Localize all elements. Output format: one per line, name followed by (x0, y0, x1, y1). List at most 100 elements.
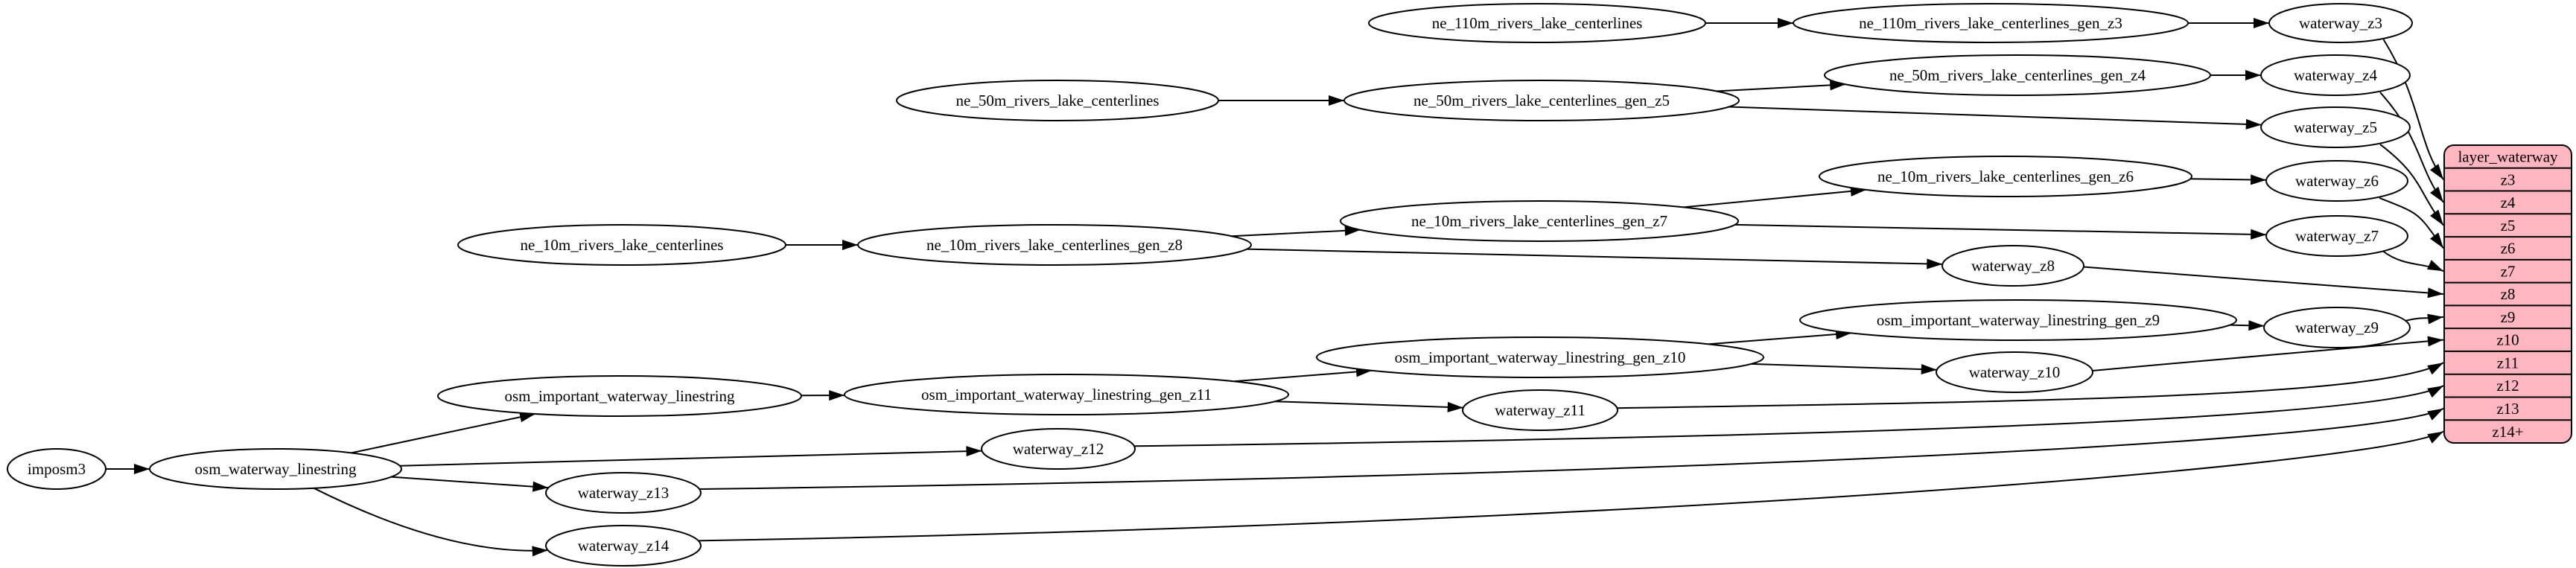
edge-ne_10m_rivers_lake_centerlines_gen_z7-to-waterway_z7 (1734, 223, 2267, 240)
node-label-osm_important_waterway_linestring_gen_z10: osm_important_waterway_linestring_gen_z1… (1395, 348, 1686, 366)
edge-waterway_z8-to-layer_waterway-z8 (2083, 266, 2444, 299)
node-ellipse-ne_50m_rivers_lake_centerlines_gen_z5 (1343, 80, 1740, 121)
node-waterway_z4: waterway_z4 (2260, 54, 2411, 96)
record-title: layer_waterway (2458, 148, 2558, 166)
record-row-z7: z7 (2501, 262, 2516, 280)
node-ellipse-waterway_z12 (981, 428, 1136, 470)
node-ellipse-waterway_z10 (1936, 351, 2093, 393)
node-osm_waterway_linestring: osm_waterway_linestring (149, 448, 402, 490)
record-layer-waterway: layer_waterwayz3z4z5z6z7z8z9z10z11z12z13… (2443, 144, 2572, 444)
node-label-waterway_z7: waterway_z7 (2295, 227, 2379, 245)
node-label-waterway_z6: waterway_z6 (2295, 172, 2379, 190)
node-label-waterway_z14: waterway_z14 (578, 537, 670, 555)
node-waterway_z12: waterway_z12 (981, 428, 1136, 470)
node-label-osm_important_waterway_linestring: osm_important_waterway_linestring (504, 387, 735, 405)
node-ne_50m_rivers_lake_centerlines: ne_50m_rivers_lake_centerlines (896, 80, 1219, 121)
edge-ne_50m_rivers_lake_centerlines_gen_z5-to-waterway_z5 (1729, 106, 2262, 130)
node-waterway_z9: waterway_z9 (2263, 307, 2411, 348)
edge-ne_10m_rivers_lake_centerlines_gen_z8-to-ne_10m_rivers_lake_centerlines_gen_z7 (1231, 225, 1361, 237)
edge-osm_important_waterway_linestring_gen_z10-to-waterway_z10 (1751, 363, 1937, 375)
node-label-ne_110m_rivers_lake_centerlines: ne_110m_rivers_lake_centerlines (1432, 14, 1643, 32)
node-ellipse-ne_110m_rivers_lake_centerlines_gen_z3 (1793, 3, 2189, 43)
edge-ne_50m_rivers_lake_centerlines_gen_z5-to-ne_50m_rivers_lake_centerlines_gen_z4 (1716, 80, 1846, 92)
node-waterway_z6: waterway_z6 (2265, 160, 2408, 202)
node-ne_50m_rivers_lake_centerlines_gen_z4: ne_50m_rivers_lake_centerlines_gen_z4 (1824, 54, 2211, 96)
node-label-ne_10m_rivers_lake_centerlines: ne_10m_rivers_lake_centerlines (521, 236, 724, 254)
node-label-waterway_z4: waterway_z4 (2294, 66, 2377, 84)
node-label-ne_10m_rivers_lake_centerlines_gen_z7: ne_10m_rivers_lake_centerlines_gen_z7 (1411, 212, 1667, 230)
edges-layer (106, 18, 2444, 557)
node-osm_important_waterway_linestring_gen_z9: osm_important_waterway_linestring_gen_z9 (1799, 299, 2237, 341)
node-label-ne_50m_rivers_lake_centerlines: ne_50m_rivers_lake_centerlines (956, 92, 1160, 109)
edge-waterway_z3-to-layer_waterway-z3 (2382, 39, 2444, 180)
node-waterway_z13: waterway_z13 (545, 472, 702, 514)
edge-ne_10m_rivers_lake_centerlines_gen_z8-to-waterway_z8 (1247, 248, 1943, 269)
edge-waterway_z7-to-layer_waterway-z7 (2382, 250, 2444, 272)
node-label-waterway_z5: waterway_z5 (2294, 118, 2377, 136)
record-row-z5: z5 (2501, 217, 2516, 234)
node-ne_110m_rivers_lake_centerlines: ne_110m_rivers_lake_centerlines (1368, 3, 1706, 43)
node-osm_important_waterway_linestring: osm_important_waterway_linestring (437, 375, 802, 417)
node-waterway_z3: waterway_z3 (2268, 3, 2413, 43)
node-ellipse-ne_10m_rivers_lake_centerlines (457, 224, 786, 266)
node-ne_10m_rivers_lake_centerlines: ne_10m_rivers_lake_centerlines (457, 224, 786, 266)
node-ellipse-waterway_z4 (2260, 54, 2411, 96)
edge-waterway_z9-to-layer_waterway-z9 (2405, 313, 2444, 325)
node-waterway_z7: waterway_z7 (2265, 215, 2408, 257)
node-label-ne_50m_rivers_lake_centerlines_gen_z4: ne_50m_rivers_lake_centerlines_gen_z4 (1889, 66, 2146, 84)
node-ellipse-osm_important_waterway_linestring (437, 375, 802, 417)
node-ne_10m_rivers_lake_centerlines_gen_z8: ne_10m_rivers_lake_centerlines_gen_z8 (857, 224, 1252, 266)
node-label-waterway_z3: waterway_z3 (2299, 14, 2382, 32)
edge-waterway_z14-to-layer_waterway-z14+ (698, 430, 2444, 542)
node-label-waterway_z10: waterway_z10 (1969, 363, 2060, 381)
node-ellipse-ne_10m_rivers_lake_centerlines_gen_z7 (1340, 200, 1739, 242)
node-label-waterway_z13: waterway_z13 (578, 484, 669, 502)
node-ellipse-osm_waterway_linestring (149, 448, 402, 490)
node-label-ne_10m_rivers_lake_centerlines_gen_z6: ne_10m_rivers_lake_centerlines_gen_z6 (1877, 167, 2134, 185)
edge-waterway_z5-to-layer_waterway-z5 (2379, 144, 2444, 226)
node-waterway_z14: waterway_z14 (545, 525, 702, 567)
edge-ne_10m_rivers_lake_centerlines_gen_z7-to-ne_10m_rivers_lake_centerlines_gen_z6 (1683, 185, 1867, 208)
node-ellipse-waterway_z9 (2263, 307, 2411, 348)
node-ellipse-waterway_z6 (2265, 160, 2408, 202)
node-label-ne_50m_rivers_lake_centerlines_gen_z5: ne_50m_rivers_lake_centerlines_gen_z5 (1413, 92, 1670, 109)
node-ne_110m_rivers_lake_centerlines_gen_z3: ne_110m_rivers_lake_centerlines_gen_z3 (1793, 3, 2189, 43)
node-ne_10m_rivers_lake_centerlines_gen_z6: ne_10m_rivers_lake_centerlines_gen_z6 (1819, 156, 2192, 197)
node-ellipse-ne_50m_rivers_lake_centerlines (896, 80, 1219, 121)
node-label-waterway_z11: waterway_z11 (1495, 401, 1586, 419)
node-label-waterway_z9: waterway_z9 (2295, 319, 2379, 336)
node-label-imposm3: imposm3 (28, 460, 86, 478)
edge-waterway_z4-to-layer_waterway-z4 (2379, 92, 2444, 203)
node-ellipse-ne_110m_rivers_lake_centerlines (1368, 3, 1706, 43)
record-row-z13: z13 (2496, 400, 2519, 418)
edge-osm_important_waterway_linestring_gen_z9-to-waterway_z9 (2229, 320, 2265, 331)
record-row-z3: z3 (2501, 170, 2516, 188)
node-ne_10m_rivers_lake_centerlines_gen_z7: ne_10m_rivers_lake_centerlines_gen_z7 (1340, 200, 1739, 242)
node-imposm3: imposm3 (7, 448, 106, 490)
node-ellipse-osm_important_waterway_linestring_gen_z11 (844, 374, 1289, 415)
node-ellipse-waterway_z13 (545, 472, 702, 514)
record-row-z8: z8 (2501, 285, 2516, 303)
node-osm_important_waterway_linestring_gen_z11: osm_important_waterway_linestring_gen_z1… (844, 374, 1289, 415)
record-row-z4: z4 (2501, 194, 2516, 211)
edge-osm_waterway_linestring-to-waterway_z14 (313, 487, 548, 557)
node-label-osm_waterway_linestring: osm_waterway_linestring (195, 460, 357, 478)
edge-osm_waterway_linestring-to-waterway_z12 (399, 446, 982, 467)
node-waterway_z5: waterway_z5 (2260, 106, 2411, 148)
node-label-waterway_z8: waterway_z8 (1971, 257, 2055, 275)
node-ellipse-ne_10m_rivers_lake_centerlines_gen_z6 (1819, 156, 2192, 197)
node-ellipse-waterway_z7 (2265, 215, 2408, 257)
node-osm_important_waterway_linestring_gen_z10: osm_important_waterway_linestring_gen_z1… (1316, 336, 1764, 378)
node-label-osm_important_waterway_linestring_gen_z11: osm_important_waterway_linestring_gen_z1… (921, 386, 1212, 403)
record-row-z6: z6 (2501, 240, 2516, 258)
node-ellipse-ne_10m_rivers_lake_centerlines_gen_z8 (857, 224, 1252, 266)
edge-osm_important_waterway_linestring_gen_z11-to-osm_important_waterway_linestring_gen_z10 (1234, 366, 1373, 383)
node-ellipse-waterway_z11 (1462, 389, 1618, 431)
node-ne_50m_rivers_lake_centerlines_gen_z5: ne_50m_rivers_lake_centerlines_gen_z5 (1343, 80, 1740, 121)
node-waterway_z11: waterway_z11 (1462, 389, 1618, 431)
edge-osm_waterway_linestring-to-waterway_z13 (391, 476, 549, 492)
edge-osm_important_waterway_linestring_gen_z10-to-osm_important_waterway_linestring_gen_z9 (1708, 329, 1852, 345)
edge-waterway_z11-to-layer_waterway-z11 (1617, 362, 2444, 409)
node-label-waterway_z12: waterway_z12 (1013, 440, 1104, 458)
